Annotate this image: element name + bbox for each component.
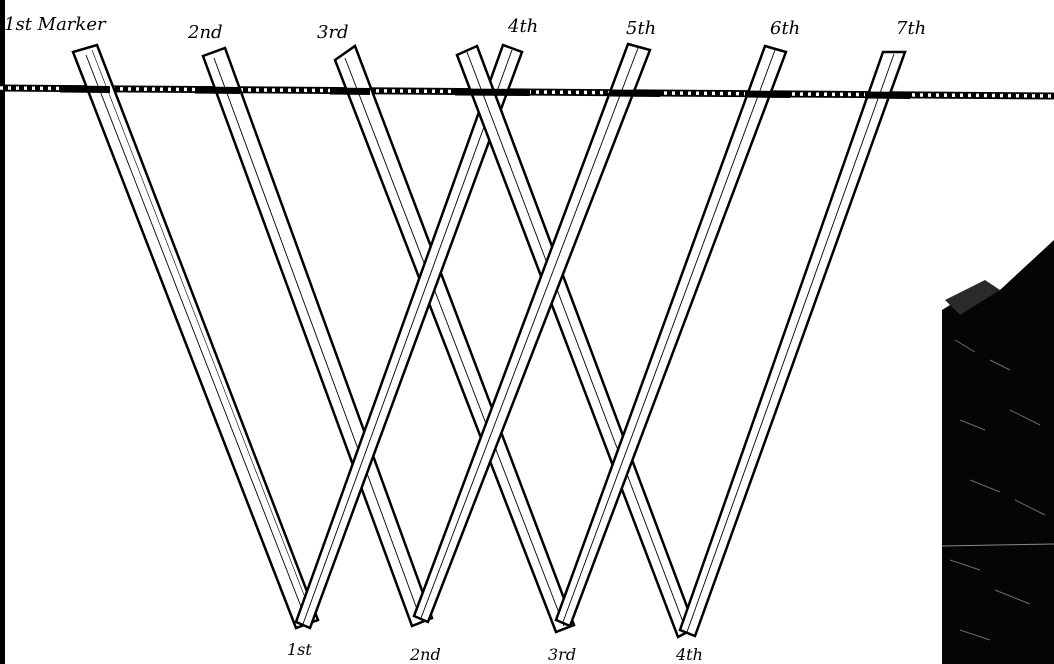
label-1st-bottom: 1st <box>287 640 312 659</box>
label-2nd-bottom: 2nd <box>409 645 441 664</box>
stake-1 <box>73 45 318 628</box>
label-4th-top: 4th <box>507 16 538 37</box>
stake-7 <box>680 52 905 636</box>
label-6th-top: 6th <box>770 18 800 39</box>
label-3rd-bottom: 3rd <box>548 645 576 664</box>
label-2nd-top: 2nd <box>187 22 223 43</box>
stake-6 <box>556 46 786 626</box>
label-1st-marker: 1st Marker <box>4 14 107 35</box>
dark-photo-patch <box>942 240 1054 664</box>
label-4th-bottom: 4th <box>675 645 703 664</box>
label-7th-top: 7th <box>896 18 926 39</box>
label-3rd-top: 3rd <box>317 22 349 43</box>
left-edge-strip <box>0 0 5 664</box>
label-5th-top: 5th <box>626 18 656 39</box>
